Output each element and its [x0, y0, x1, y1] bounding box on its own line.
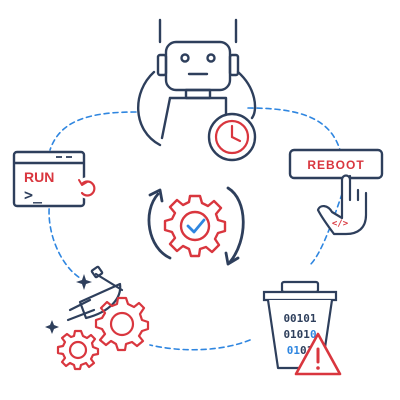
svg-text:01010: 01010	[283, 328, 316, 341]
gears-icon	[56, 296, 150, 371]
sync-gear-icon	[147, 186, 245, 266]
run-label: RUN	[24, 169, 54, 185]
sparkle-icon	[45, 274, 92, 334]
broom-icon	[66, 265, 124, 322]
code-glyph: </>	[332, 219, 349, 229]
binary-line-1: 00101	[283, 312, 316, 325]
refresh-icon	[77, 177, 99, 199]
check-icon	[186, 218, 206, 234]
run-window-icon: RUN >_	[12, 150, 86, 208]
dashed-cycle-path	[48, 107, 346, 351]
binary-line-3-blue: 01	[287, 344, 301, 357]
prompt-glyph: >_	[24, 186, 43, 204]
binary-line-2-blue: 0	[310, 328, 317, 341]
hand-cursor-icon: </>	[316, 174, 368, 236]
warning-icon	[294, 332, 342, 376]
binary-line-2-navy: 0101	[283, 328, 310, 341]
clock-icon	[207, 112, 257, 162]
reboot-label: REBOOT	[307, 158, 364, 172]
reboot-button-icon: REBOOT	[288, 148, 384, 180]
